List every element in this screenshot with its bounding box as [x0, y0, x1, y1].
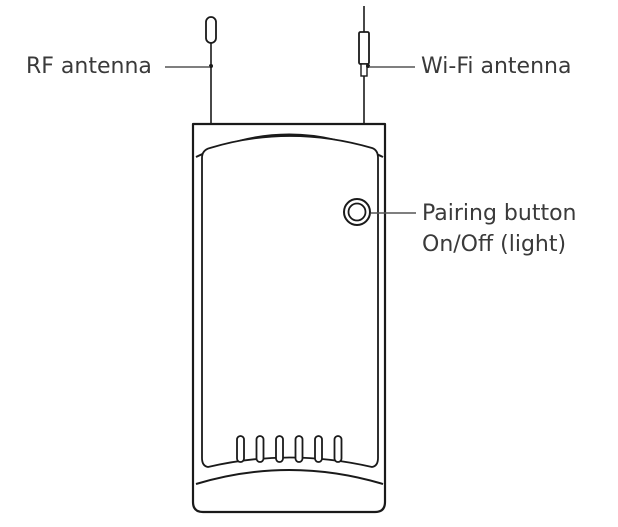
vent-slot [275, 435, 284, 463]
device-body [191, 122, 387, 514]
vent-slot [255, 435, 265, 463]
vent-slot [236, 435, 245, 463]
rf-antenna-label: RF antenna [26, 54, 152, 79]
front-panel [201, 135, 379, 468]
on-off-label: On/Off (light) [422, 232, 567, 257]
vent-slot [294, 435, 304, 463]
pairing-button-label: Pairing button [422, 201, 577, 226]
vent-slots [236, 435, 343, 463]
vent-slot [314, 435, 323, 463]
pairing-button [343, 198, 371, 226]
vent-slot [333, 435, 343, 463]
wifi-antenna-label: Wi-Fi antenna [421, 54, 572, 79]
rf-antenna [205, 16, 217, 124]
wifi-antenna [358, 6, 370, 124]
